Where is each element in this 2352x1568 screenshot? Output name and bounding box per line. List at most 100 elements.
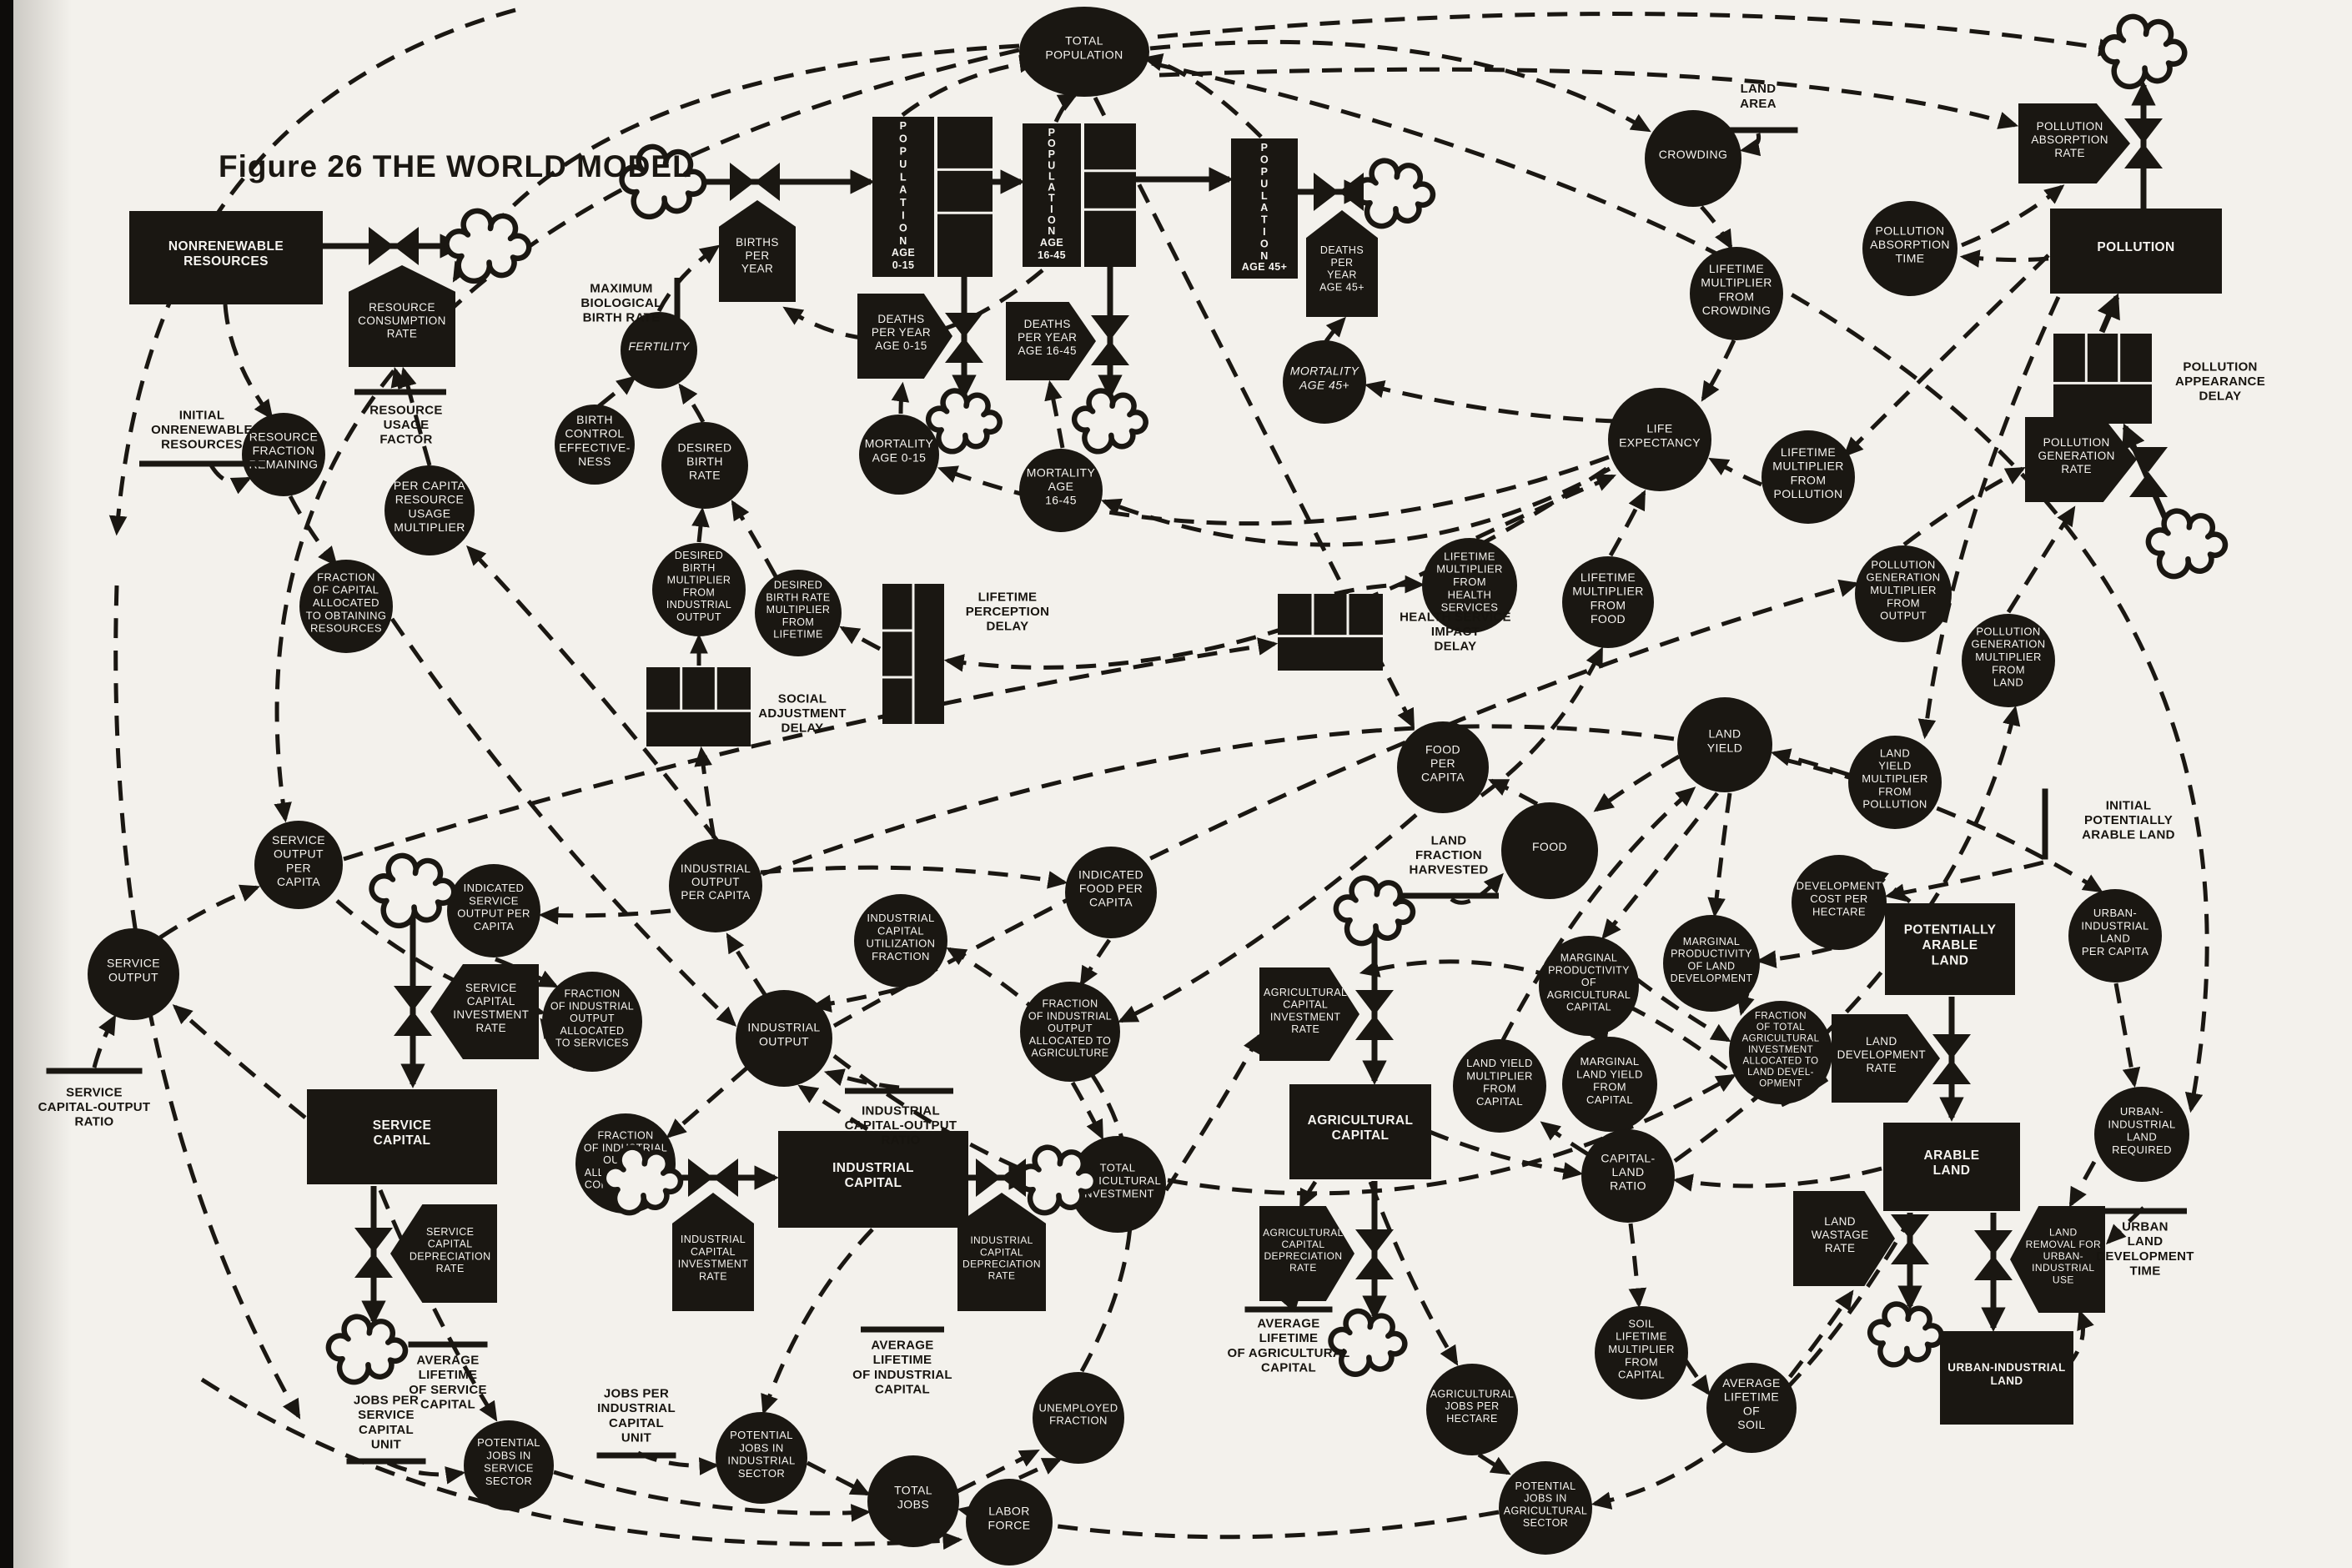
influence-arrow: [1739, 133, 1761, 157]
influence-arrow: [839, 626, 882, 651]
deaths-0-15-cloud: [925, 388, 1003, 455]
resource-consumption-cloud: [444, 208, 532, 284]
mortality-age-0-15: [859, 415, 939, 495]
influence-arrow: [1770, 748, 1850, 777]
nonrenewable-resources: [129, 211, 323, 304]
industrial-capital-investment-rate: [672, 1193, 754, 1311]
influence-arrow: [1079, 938, 1112, 987]
influence-arrow: [92, 1014, 117, 1068]
mortality-age-45: [1283, 340, 1366, 424]
population-age-45-age-label: AGE 45+: [1242, 261, 1288, 273]
influence-arrow: [1429, 1129, 1584, 1180]
influence-arrow: [466, 545, 719, 842]
influence-arrow: [1708, 457, 1762, 487]
flow-pipe: [2122, 423, 2170, 524]
industrial-capital-investment-valve: [688, 1158, 738, 1197]
labor-force: [966, 1479, 1053, 1565]
urban-industrial-land-required: [2094, 1087, 2189, 1182]
industrial-capital-source-cloud: [601, 1144, 684, 1216]
pollution-generation-multiplier-from-land: [1962, 614, 2055, 707]
urban-industrial-land: [1940, 1331, 2073, 1425]
influence-arrow: [678, 383, 706, 424]
population-age-16-45: [1023, 123, 1081, 267]
influence-arrow: [1044, 379, 1065, 449]
land-development-rate: [1832, 1014, 1940, 1103]
desired-birth-multiplier-from-industrial-output: [652, 543, 746, 636]
influence-arrow: [1701, 339, 1736, 402]
food-label: FOOD: [1532, 840, 1567, 853]
per-capita-resource-usage-multiplier: [384, 465, 475, 555]
influence-arrow: [1100, 466, 1611, 547]
health-service-impact-delay: [1278, 594, 1383, 671]
influence-arrow: [1672, 1166, 1882, 1192]
influence-arrow: [208, 462, 252, 495]
influence-arrow: [891, 381, 910, 415]
influence-arrow: [1149, 39, 1651, 133]
influence-arrow: [538, 906, 671, 925]
influence-arrow: [2113, 983, 2141, 1088]
influence-arrow: [1902, 466, 2026, 546]
pollution-generation-rate: [2025, 417, 2137, 502]
fertility-label: FERTILITY: [628, 339, 691, 353]
fraction-of-industrial-output-allocated-to-agriculture: [1020, 982, 1120, 1082]
service-capital-depreciation-rate: [390, 1204, 497, 1303]
flow-pipe: [2097, 293, 2120, 334]
influence-arrow: [946, 947, 1133, 1373]
land-yield-multiplier-from-pollution: [1848, 736, 1942, 829]
life-expectancy: [1608, 388, 1711, 491]
influence-arrow: [691, 506, 710, 543]
population-age-0-15-delay: [937, 117, 993, 277]
influence-arrow: [108, 8, 516, 536]
crowding: [1645, 110, 1741, 207]
total-population: [1019, 7, 1149, 97]
land-development-valve: [1932, 1034, 1971, 1084]
total-agricultural-investment: [1069, 1136, 1166, 1233]
influence-arrow: [343, 637, 1279, 862]
pollution-generation-multiplier-from-output: [1855, 545, 1952, 642]
industrial-capital-depreciation-rate: [957, 1193, 1046, 1311]
influence-arrow: [1450, 872, 1504, 905]
pollution-absorption-valve: [2124, 118, 2163, 168]
potential-jobs-in-industrial-sector: [716, 1412, 807, 1504]
influence-arrow: [390, 366, 409, 389]
average-lifetime-of-soil: [1706, 1363, 1797, 1453]
influence-arrow: [901, 54, 1040, 117]
crowding-label: CROWDING: [1659, 148, 1728, 161]
service-capital-investment-rate: [430, 964, 539, 1059]
service-capital: [307, 1089, 497, 1184]
book-spine-edge: [0, 0, 13, 1568]
influence-arrow: [1673, 705, 2021, 1163]
indicated-service-output-per-capita: [447, 864, 540, 957]
marginal-productivity-of-agricultural-capital: [1539, 936, 1639, 1036]
